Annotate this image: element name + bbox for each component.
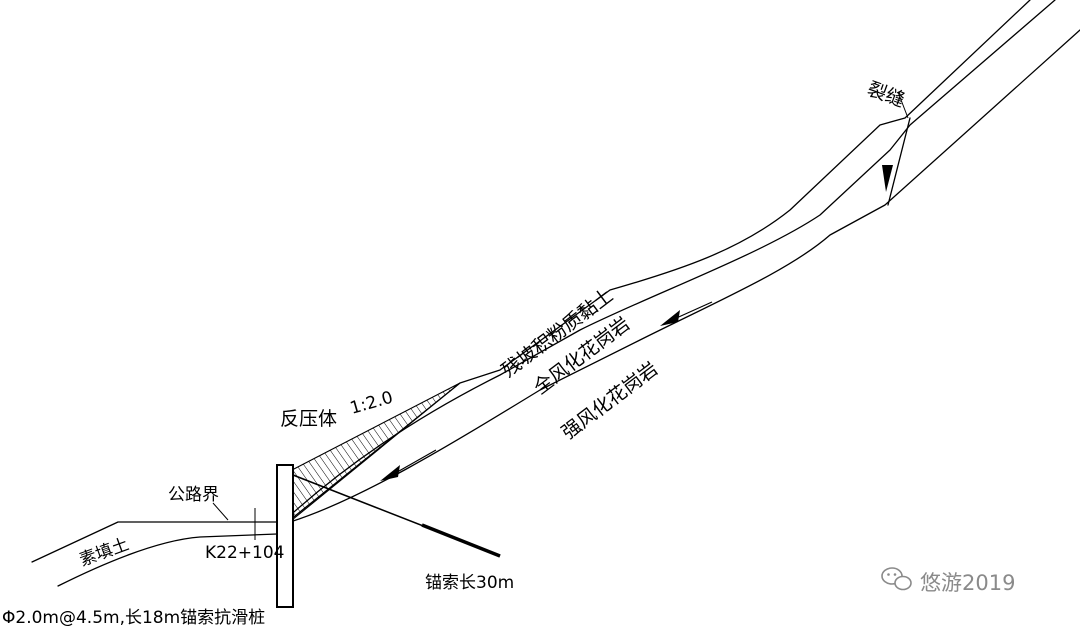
slide-arrow-icon	[660, 301, 713, 326]
road-surface-line	[31, 521, 278, 563]
anchor-length-label: 锚索长30m	[425, 573, 514, 593]
watermark-text: 悠游2019	[920, 571, 1015, 595]
crack-arrow-icon	[882, 165, 893, 192]
slope-ratio-label: 1:2.0	[348, 388, 395, 419]
fill-soil-bottom-line	[57, 533, 278, 587]
pile-spec-label: Φ2.0m@4.5m,长18m锚索抗滑桩	[2, 608, 265, 628]
slide-arrow-icon	[380, 449, 437, 481]
watermark: 悠游2019	[881, 567, 1015, 595]
anchor-cable-bond	[421, 523, 501, 558]
wechat-icon	[881, 567, 912, 591]
road-boundary-label: 公路界	[168, 485, 219, 505]
crack-line	[887, 117, 911, 206]
ground-surface-line	[289, 0, 1031, 521]
anti-slide-pile	[276, 464, 294, 608]
road-boundary-leader	[212, 502, 229, 521]
counterweight-label: 反压体	[280, 408, 337, 430]
crack-leader-line	[897, 91, 909, 119]
fill-soil-label: 素填土	[77, 534, 132, 570]
crack-label: 裂缝	[864, 78, 907, 112]
weathering-boundary-line	[289, 29, 1080, 523]
colluvium-boundary-line	[284, 0, 1056, 521]
station-label: K22+104	[205, 543, 284, 563]
